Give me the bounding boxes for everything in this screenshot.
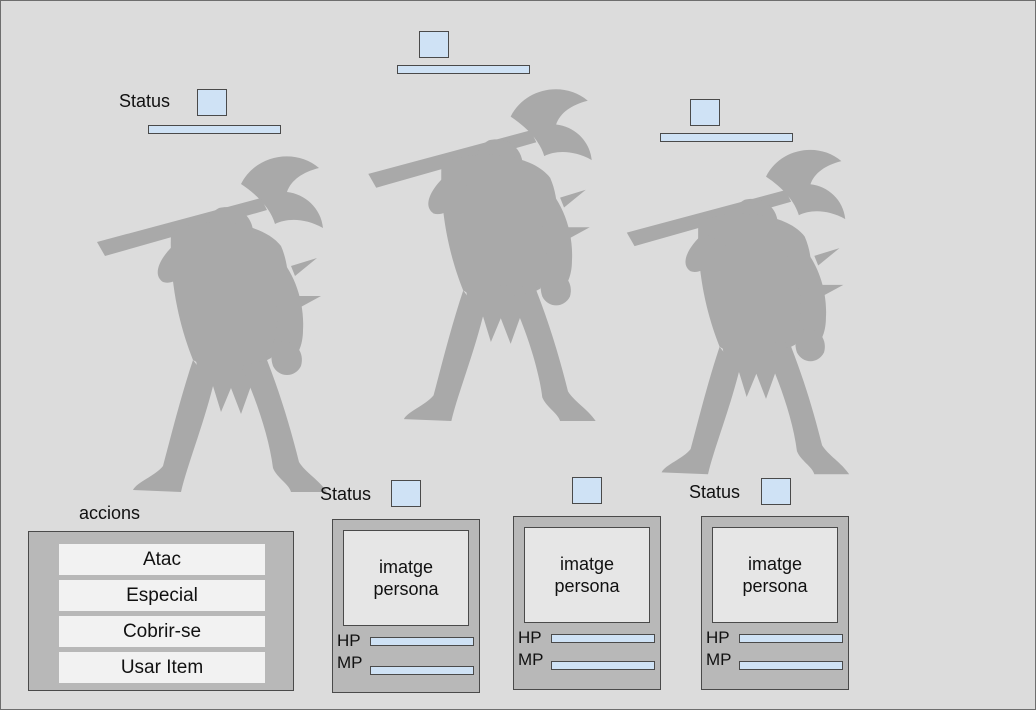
party-status-box[interactable] [572,477,602,504]
use-item-button[interactable]: Usar Item [59,652,265,683]
enemy-status-label: Status [119,91,171,111]
mp-bar [551,661,655,670]
portrait-label-line2: persona [373,579,439,599]
portrait-label-line2: persona [742,576,808,596]
portrait-label-line2: persona [554,576,620,596]
mp-label: MP [706,650,732,669]
party-card-1[interactable]: imatge persona HP MP [332,519,480,693]
orc-silhouette-icon [621,139,853,479]
hp-bar [370,637,474,646]
hp-label: HP [706,628,730,647]
actions-panel: Atac Especial Cobrir-se Usar Item [28,531,294,691]
portrait: imatge persona [712,527,838,623]
mp-bar [739,661,843,670]
party-card-3[interactable]: imatge persona HP MP [701,516,849,690]
actions-title: accions [79,503,141,523]
party-card-2[interactable]: imatge persona HP MP [513,516,661,690]
enemy-3[interactable] [621,99,871,489]
party-status-box[interactable] [761,478,791,505]
orc-silhouette-icon [91,145,331,497]
party-status-label: Status [689,482,741,502]
hp-label: HP [337,631,361,650]
attack-button[interactable]: Atac [59,544,265,575]
enemy-status-box[interactable] [690,99,720,126]
enemy-status-box[interactable] [197,89,227,116]
portrait: imatge persona [343,530,469,626]
enemy-2[interactable] [359,31,609,441]
party-status-label: Status [320,484,372,504]
orc-silhouette-icon [359,79,603,425]
mp-bar [370,666,474,675]
party-status-box[interactable] [391,480,421,507]
special-button[interactable]: Especial [59,580,265,611]
portrait-label-line1: imatge [559,553,615,574]
enemy-hp-bar [660,133,793,142]
enemy-1[interactable]: Status [91,89,331,509]
enemy-status-box[interactable] [419,31,449,58]
hp-bar [739,634,843,643]
enemy-hp-bar [148,125,281,134]
portrait-label-line1: imatge [378,556,434,577]
mp-label: MP [337,653,363,672]
hp-bar [551,634,655,643]
hp-label: HP [518,628,542,647]
enemy-hp-bar [397,65,530,74]
mp-label: MP [518,650,544,669]
portrait: imatge persona [524,527,650,623]
portrait-label-line1: imatge [747,553,803,574]
cover-button[interactable]: Cobrir-se [59,616,265,647]
